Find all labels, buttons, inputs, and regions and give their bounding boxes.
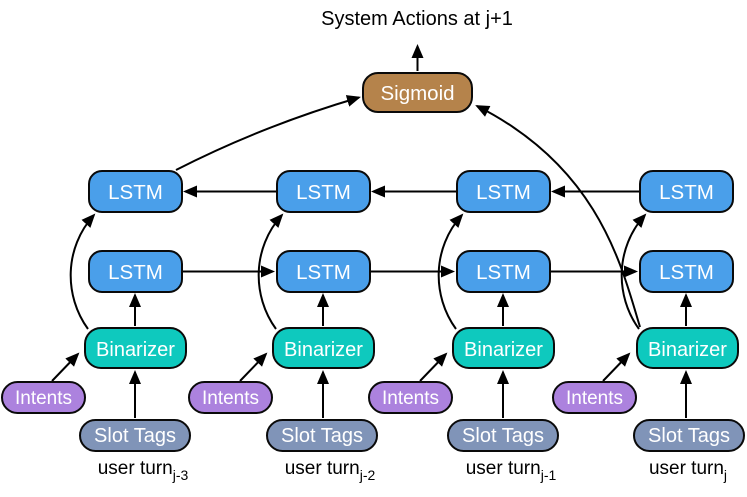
binarizer-node-4 — [636, 327, 739, 369]
slot-tags-label-1: Slot Tags — [94, 425, 176, 447]
lower-lstm-label-1: LSTM — [108, 261, 163, 284]
binarizer-node-3 — [452, 327, 555, 369]
turn-label-4-text: user turn — [649, 458, 724, 479]
upper-lstm-label-2: LSTM — [296, 181, 351, 204]
lower-lstm-node-1 — [88, 250, 183, 293]
binarizer-label-1: Binarizer — [96, 339, 175, 361]
arrow-intents1-to-binarizer1 — [51, 352, 80, 382]
arrow-backward-final-to-sigmoid — [175, 95, 361, 171]
intents-label-4: Intents — [566, 388, 623, 409]
upper-lstm-node-4 — [639, 170, 734, 213]
binarizer-label-4: Binarizer — [648, 339, 727, 361]
intents-label-3: Intents — [382, 388, 439, 409]
nodes-layer: Sigmoid LSTM LSTM LSTM LSTM LSTM LSTM LS… — [1, 72, 745, 452]
arrow-binarizer4-to-upper-lstm4 — [620, 213, 647, 330]
turn-label-4: user turnj — [649, 458, 727, 483]
slot-tags-label-4: Slot Tags — [648, 425, 730, 447]
sigmoid-label: Sigmoid — [380, 82, 454, 105]
turn-label-2-text: user turn — [285, 458, 360, 479]
intents-label-2: Intents — [202, 388, 259, 409]
lower-lstm-label-3: LSTM — [476, 261, 531, 284]
arrow-intents2-to-binarizer2 — [239, 352, 268, 382]
edges-layer — [51, 44, 692, 418]
upper-lstm-label-4: LSTM — [659, 181, 714, 204]
turn-label-3: user turnj-1 — [466, 458, 557, 483]
upper-lstm-node-3 — [456, 170, 551, 213]
lower-lstm-node-4 — [639, 250, 734, 293]
arrow-current-turn-to-sigmoid — [475, 105, 641, 328]
intents-node-1 — [1, 381, 86, 414]
slot-tags-node-1 — [79, 419, 191, 452]
turn-label-2-subscript: j-2 — [359, 467, 376, 483]
binarizer-node-2 — [272, 327, 375, 369]
turn-label-1-text: user turn — [98, 458, 173, 479]
slot-tags-label-2: Slot Tags — [281, 425, 363, 447]
turn-label-4-subscript: j — [723, 467, 727, 483]
arrow-intents4-to-binarizer4 — [602, 352, 631, 382]
lower-lstm-label-4: LSTM — [659, 261, 714, 284]
lower-lstm-node-3 — [456, 250, 551, 293]
turn-label-3-text: user turn — [466, 458, 541, 479]
arrow-intents3-to-binarizer3 — [419, 352, 448, 382]
binarizer-node-1 — [84, 327, 187, 369]
upper-lstm-node-1 — [88, 170, 183, 213]
upper-lstm-label-1: LSTM — [108, 181, 163, 204]
intents-label-1: Intents — [15, 388, 72, 409]
binarizer-label-3: Binarizer — [464, 339, 543, 361]
lower-lstm-label-2: LSTM — [296, 261, 351, 284]
turn-label-2: user turnj-2 — [285, 458, 376, 483]
slot-tags-node-3 — [447, 419, 559, 452]
slot-tags-node-4 — [633, 419, 745, 452]
arrow-binarizer3-to-upper-lstm3 — [437, 213, 464, 330]
binarizer-label-2: Binarizer — [284, 339, 363, 361]
turn-label-1: user turnj-3 — [98, 458, 189, 483]
sigmoid-node — [362, 72, 473, 113]
diagram-title: System Actions at j+1 — [321, 8, 513, 30]
lower-lstm-node-2 — [276, 250, 371, 293]
turn-label-3-subscript: j-1 — [540, 467, 557, 483]
intents-node-2 — [188, 381, 273, 414]
turn-label-1-subscript: j-3 — [172, 467, 189, 483]
arrow-binarizer2-to-upper-lstm2 — [257, 213, 284, 330]
intents-node-4 — [552, 381, 637, 414]
arrow-binarizer1-to-upper-lstm1 — [69, 213, 96, 330]
upper-lstm-node-2 — [276, 170, 371, 213]
upper-lstm-label-3: LSTM — [476, 181, 531, 204]
slot-tags-node-2 — [266, 419, 378, 452]
slot-tags-label-3: Slot Tags — [462, 425, 544, 447]
intents-node-3 — [368, 381, 453, 414]
